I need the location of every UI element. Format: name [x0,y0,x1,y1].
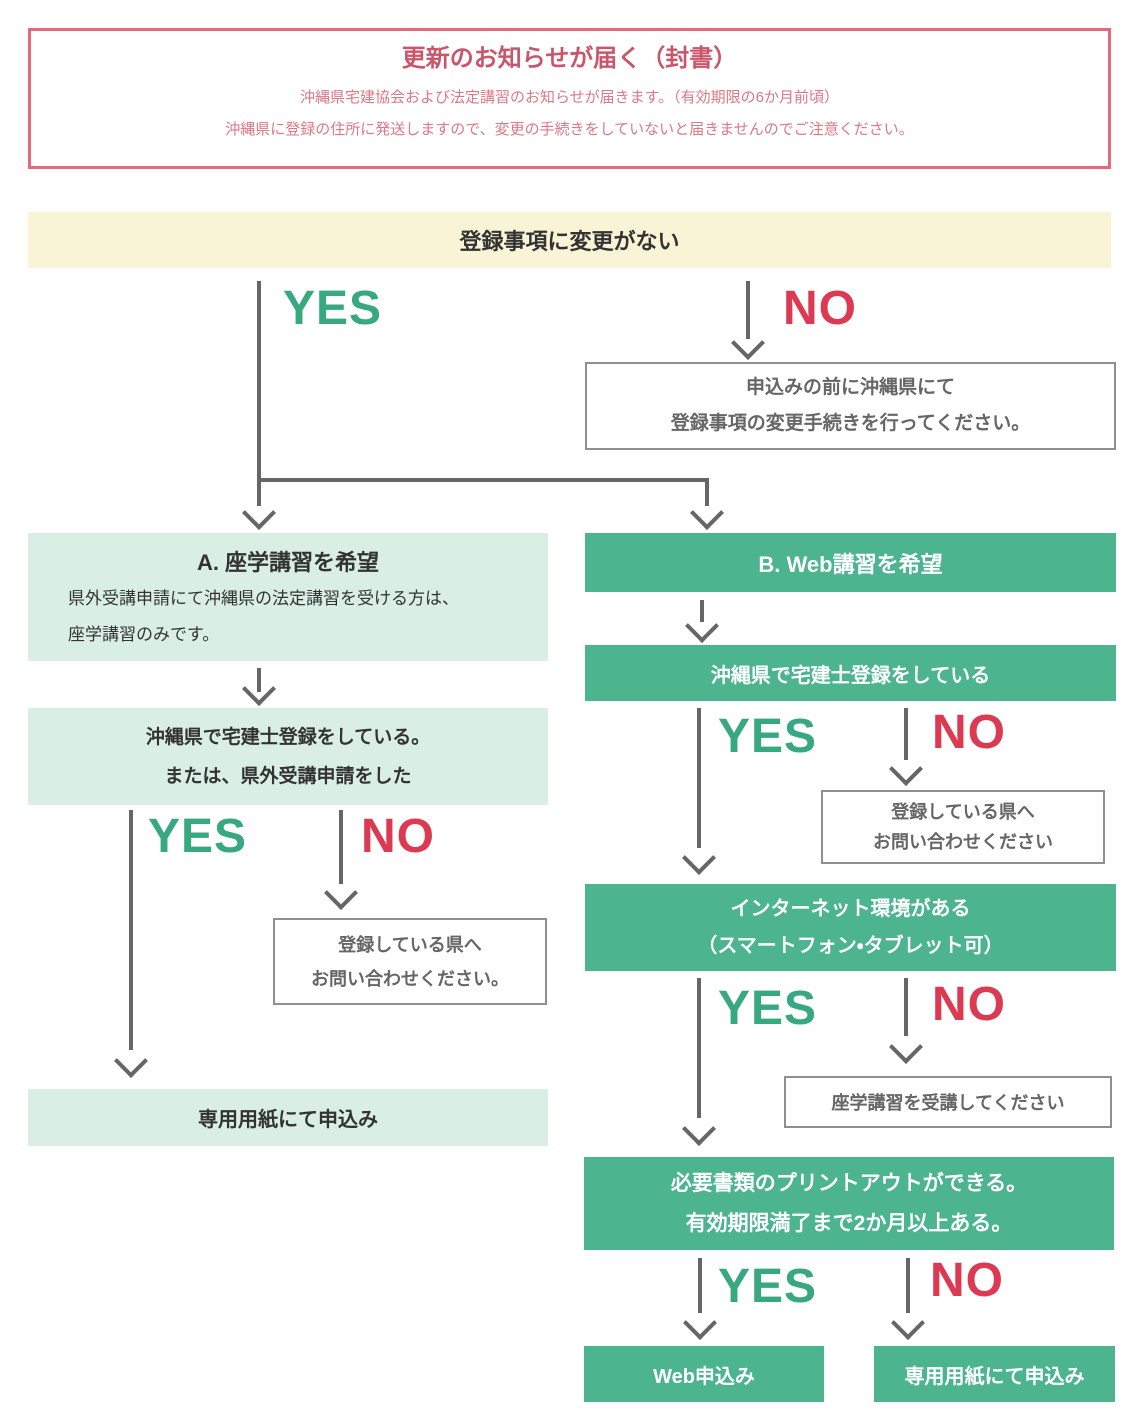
arrow-down-icon [682,1112,716,1146]
branch-b-question-3-box: 必要書類のプリントアウトができる。 有効期限満了まで2か月以上ある。 [584,1157,1114,1250]
paper-apply-result-box: 専用用紙にて申込み [874,1346,1115,1402]
arrow-down-icon [731,326,765,360]
branch-b-contact-line-1: 登録している県へ [891,802,1035,822]
yes-connector-line [257,281,261,506]
split-drop-line [705,478,709,506]
connector-line [700,600,704,622]
arrow-down-icon [682,841,716,875]
branch-b-question-2-line-2: （スマートフォン・タブレット可） [697,934,1004,957]
arrow-down-icon [324,876,358,910]
branch-a-result-box: 専用用紙にて申込み [28,1089,548,1146]
notice-line-1: 沖縄県宅建協会および法定講習のお知らせが届きます。（有効期限の6か月前頃） [299,89,840,106]
branch-a-desc-1: 県外受講申請にて沖縄県の法定講習を受ける方は、 [68,589,459,608]
branch-b-box: B. Web講習を希望 [585,533,1116,592]
branch-b-question-3-line-1: 必要書類のプリントアウトができる。 [670,1171,1028,1195]
no-label: NO [930,1254,1004,1307]
yes-connector-line [697,708,701,848]
no-label: NO [932,706,1006,759]
branch-b-question-3-line-2: 有効期限満了まで2か月以上ある。 [685,1211,1013,1235]
branch-b-question-2-box: インターネット環境がある （スマートフォン・タブレット可） [585,884,1116,971]
arrow-down-icon [683,1306,717,1340]
branch-a-contact-box: 登録している県へ お問い合わせください。 [273,918,547,1005]
arrow-down-icon [891,1306,925,1340]
branch-a-contact-line-1: 登録している県へ [338,934,482,955]
no-connector-line [746,281,750,339]
branch-a-question-line-1: 沖縄県で宅建士登録をしている。 [145,726,431,748]
web-apply-result-box: Web申込み [584,1346,824,1402]
arrow-down-icon [242,496,276,530]
yes-connector-line [129,810,133,1050]
change-procedure-line-2: 登録事項の変更手続きを行ってください。 [670,413,1031,434]
branch-a-contact-line-2: お問い合わせください。 [311,968,509,989]
branch-b-question-2-line-1: インターネット環境がある [730,897,971,920]
yes-connector-line [698,1258,702,1313]
split-connector-line [257,478,709,482]
notice-line-2: 沖縄県に登録の住所に発送しますので、変更の手続きをしていないと届きませんのでご注… [225,121,914,138]
yes-label: YES [718,982,818,1035]
yes-label: YES [148,810,248,863]
no-label: NO [783,282,857,335]
classroom-course-box: 座学講習を受講してください [784,1076,1112,1128]
no-connector-line [904,978,908,1036]
no-label: NO [932,978,1006,1031]
root-question-banner: 登録事項に変更がない [28,212,1111,268]
branch-b-contact-line-2: お問い合わせください [873,832,1053,852]
change-procedure-box: 申込みの前に沖縄県にて 登録事項の変更手続きを行ってください。 [585,362,1116,450]
branch-a-box: A. 座学講習を希望 県外受講申請にて沖縄県の法定講習を受ける方は、 座学講習の… [28,533,548,661]
arrow-down-icon [685,609,719,643]
branch-a-question-box: 沖縄県で宅建士登録をしている。 または、県外受講申請をした [28,708,548,805]
no-connector-line [904,708,908,760]
notice-title: 更新のお知らせが届く（封書） [401,45,738,72]
branch-a-question-line-2: または、県外受講申請をした [164,765,412,787]
yes-label: YES [283,282,383,335]
arrow-down-icon [114,1044,148,1078]
arrow-down-icon [690,496,724,530]
connector-line [257,668,261,692]
arrow-down-icon [242,672,276,706]
yes-label: YES [718,710,818,763]
branch-a-title: A. 座学講習を希望 [196,550,380,575]
arrow-down-icon [889,1030,923,1064]
no-connector-line [906,1258,910,1313]
yes-connector-line [697,978,701,1118]
change-procedure-line-1: 申込みの前に沖縄県にて [745,377,955,398]
branch-a-desc-2: 座学講習のみです。 [68,625,220,644]
branch-b-question-1-box: 沖縄県で宅建士登録をしている [585,645,1116,701]
arrow-down-icon [889,752,923,786]
no-connector-line [339,810,343,884]
renewal-notice-box: 更新のお知らせが届く（封書） 沖縄県宅建協会および法定講習のお知らせが届きます。… [28,28,1111,169]
branch-b-contact-box: 登録している県へ お問い合わせください [821,790,1105,864]
yes-label: YES [718,1260,818,1313]
no-label: NO [361,810,435,863]
